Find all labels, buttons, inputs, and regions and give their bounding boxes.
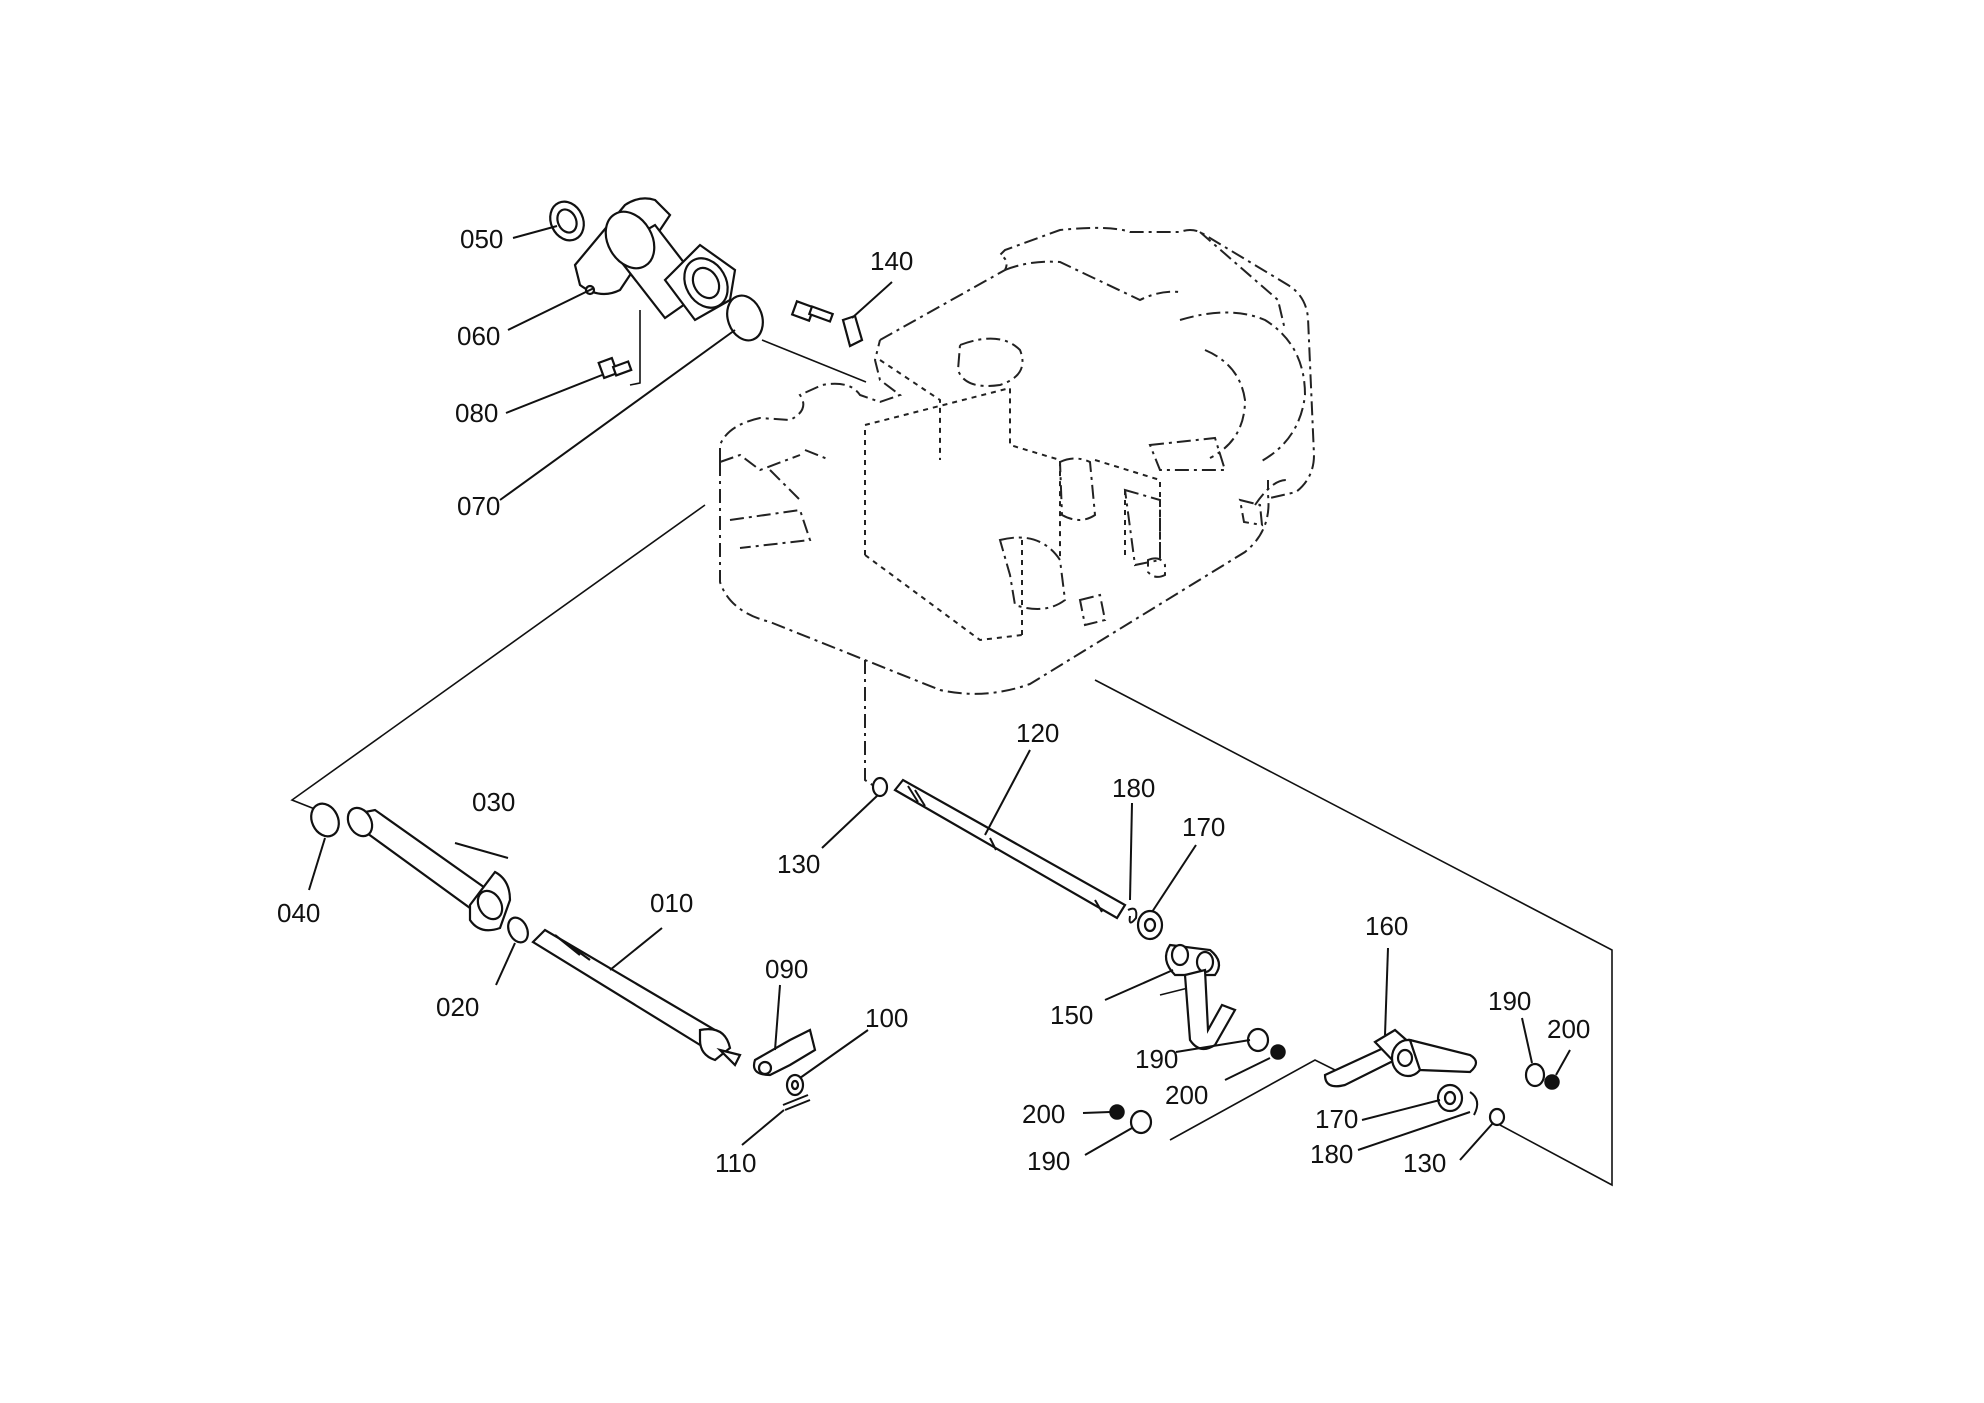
label-050: 050 [460, 224, 503, 254]
label-090: 090 [765, 954, 808, 984]
label-180-bottom: 180 [1310, 1139, 1353, 1169]
part-130-o-ring-top [871, 776, 889, 798]
part-130-o-ring-bottom [1488, 1107, 1506, 1127]
label-030: 030 [472, 787, 515, 817]
label-040: 040 [277, 898, 320, 928]
part-190-bush-mid [1246, 1027, 1270, 1053]
part-200-nut-left [1109, 1104, 1125, 1120]
label-170-top: 170 [1182, 812, 1225, 842]
label-190-left: 190 [1027, 1146, 1070, 1176]
part-170-washer-top [1136, 909, 1164, 941]
part-010-shaft [531, 928, 742, 1067]
label-130-top: 130 [777, 849, 820, 879]
part-190-bush-right [1524, 1062, 1546, 1088]
label-110: 110 [715, 1148, 756, 1178]
part-050-snap-ring [549, 200, 585, 242]
part-160-lever [1323, 1028, 1478, 1088]
label-100: 100 [865, 1003, 908, 1033]
label-070: 070 [457, 491, 500, 521]
label-190-right: 190 [1488, 986, 1531, 1016]
part-080-bolt [597, 356, 633, 380]
part-070-o-ring [726, 294, 764, 342]
part-060-cover [573, 197, 737, 322]
label-180-top: 180 [1112, 773, 1155, 803]
label-060: 060 [457, 321, 500, 351]
label-010: 010 [650, 888, 693, 918]
label-160: 160 [1365, 911, 1408, 941]
part-labels: 050 060 080 070 140 030 040 020 010 090 … [277, 224, 1590, 1178]
label-150: 150 [1050, 1000, 1093, 1030]
label-130-bottom: 130 [1403, 1148, 1446, 1178]
label-200-left: 200 [1022, 1099, 1065, 1129]
part-190-bush-left [1129, 1109, 1153, 1135]
label-170-bottom: 170 [1315, 1104, 1358, 1134]
label-200-right: 200 [1547, 1014, 1590, 1044]
leader-lines [308, 225, 1571, 1161]
part-200-nut-mid [1270, 1044, 1286, 1060]
part-120-shaft [893, 778, 1127, 920]
part-030-sleeve [346, 806, 512, 932]
label-190-mid: 190 [1135, 1044, 1178, 1074]
label-120: 120 [1016, 718, 1059, 748]
label-080: 080 [455, 398, 498, 428]
part-180-snap-top [1127, 907, 1138, 924]
label-020: 020 [436, 992, 479, 1022]
part-140-bolt-plate [790, 299, 864, 348]
label-140: 140 [870, 246, 913, 276]
part-100-washer [785, 1073, 805, 1097]
part-180-snap-bottom [1469, 1091, 1479, 1116]
part-110-pin [782, 1094, 811, 1111]
part-170-washer-bottom [1436, 1083, 1464, 1113]
part-020-o-ring [507, 916, 529, 944]
label-200-mid: 200 [1165, 1080, 1208, 1110]
part-200-nut-right [1544, 1074, 1560, 1090]
part-090-arm [752, 1028, 817, 1077]
part-150-bracket [1164, 943, 1237, 1051]
part-040-o-ring [310, 802, 340, 838]
transmission-housing [719, 226, 1316, 695]
